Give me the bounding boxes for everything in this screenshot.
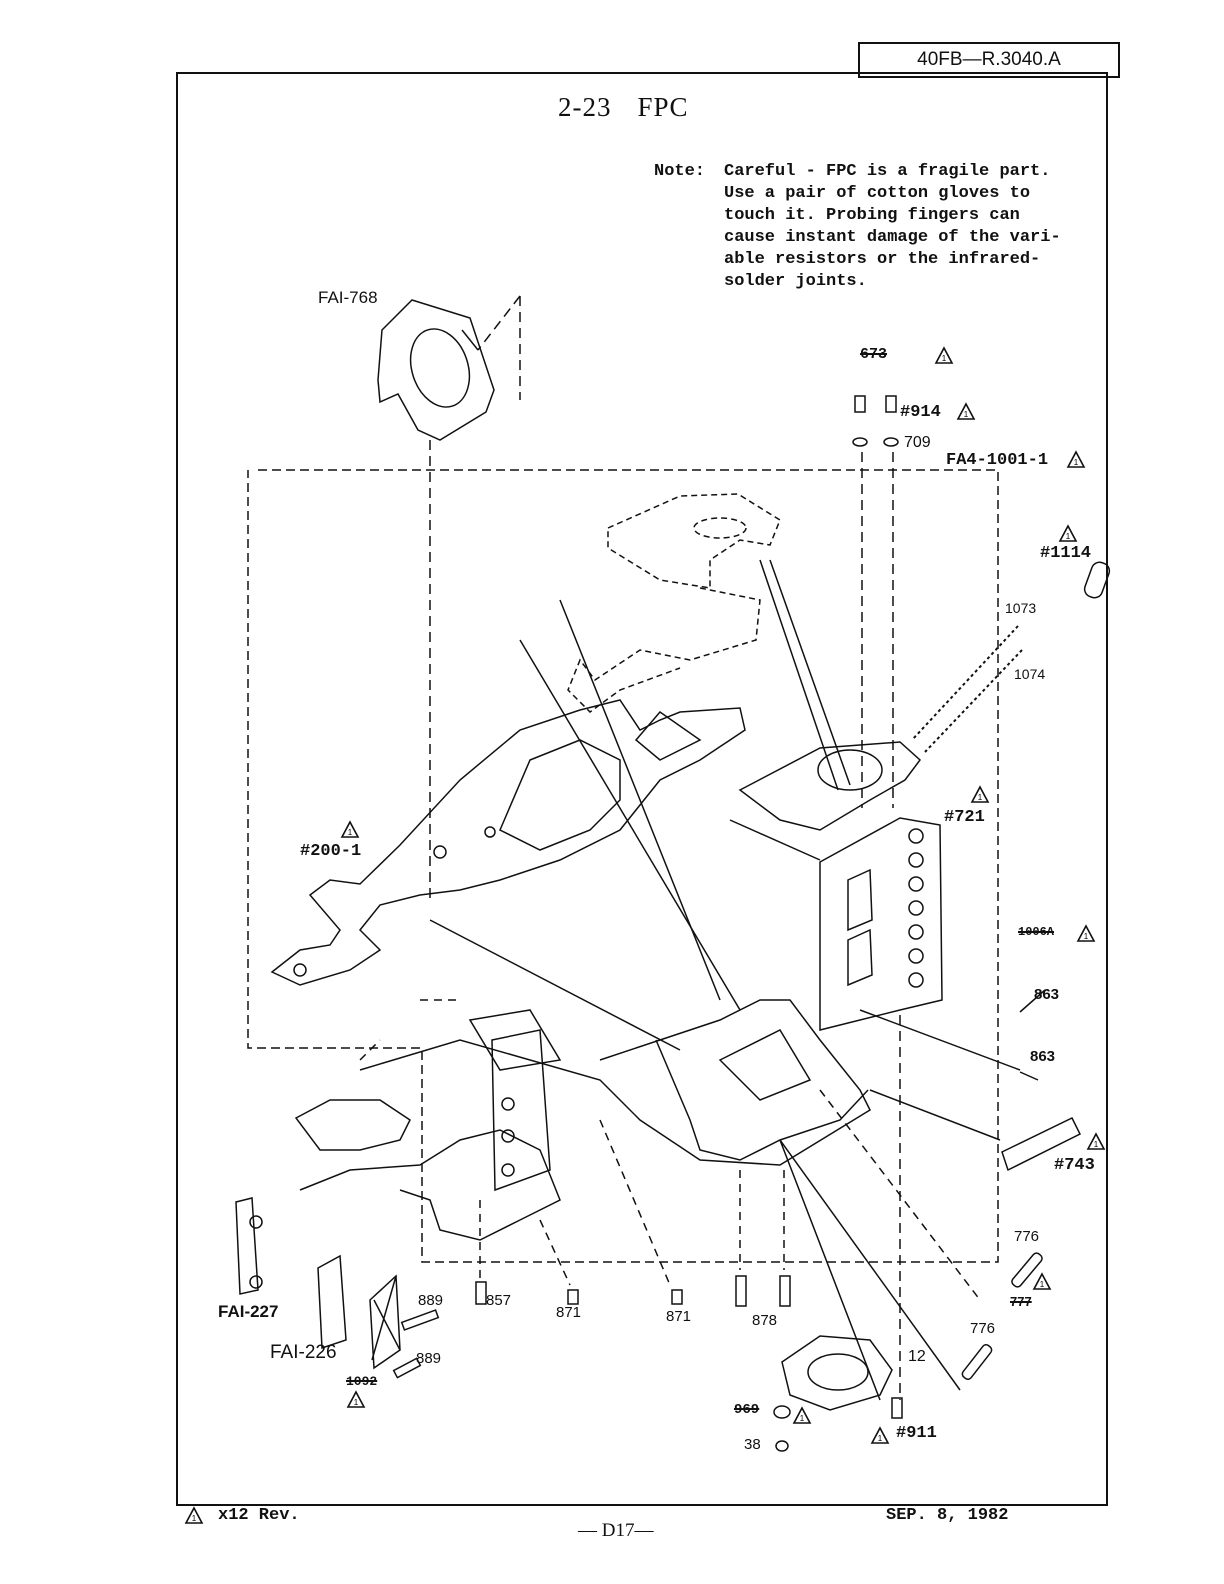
label-1092: 1092 <box>346 1374 378 1389</box>
top-bracket-part <box>567 493 781 713</box>
label-889-upper: 889 <box>418 1292 444 1309</box>
page-frame <box>176 72 1108 1506</box>
label-889-lower: 889 <box>416 1350 442 1367</box>
lens-housing-part <box>738 741 922 831</box>
assembly-frame <box>247 469 999 1263</box>
note-line: solder joints. <box>724 272 867 291</box>
footer-revision-note: x12 Rev. <box>218 1506 300 1525</box>
section-name: FPC <box>637 92 689 122</box>
label-863-lower: 863 <box>1030 1048 1056 1065</box>
base-frame-part <box>294 999 871 1241</box>
label-871-left: 871 <box>556 1304 582 1321</box>
label-fai-227: FAI-227 <box>218 1302 279 1321</box>
label-743: #743 <box>1054 1156 1095 1175</box>
label-721: #721 <box>944 808 985 827</box>
label-fa4-1001-1: FA4-1001-1 <box>946 451 1049 470</box>
fai-768-part <box>377 299 495 441</box>
label-776-upper: 776 <box>1014 1228 1040 1245</box>
label-777: 777 <box>1010 1294 1032 1309</box>
note-line: able resistors or the infrared- <box>724 250 1041 269</box>
note-line: cause instant damage of the vari- <box>724 228 1061 247</box>
label-1074: 1074 <box>1014 666 1046 682</box>
label-871-right: 871 <box>666 1308 692 1325</box>
label-878: 878 <box>752 1312 778 1329</box>
resistor-board-part <box>819 817 943 1031</box>
fai-227-part <box>235 1197 263 1295</box>
label-709: 709 <box>904 434 931 451</box>
fpc-board-part <box>270 699 746 986</box>
label-1006a: 1006A <box>1018 925 1055 939</box>
note-line: Use a pair of cotton gloves to <box>724 184 1031 203</box>
label-1114: #1114 <box>1040 544 1092 563</box>
label-969: 969 <box>734 1402 760 1418</box>
screw-set <box>392 395 1111 1419</box>
label-1073: 1073 <box>1005 600 1037 616</box>
label-fai-768: FAI-768 <box>318 288 378 307</box>
label-911: #911 <box>896 1424 937 1443</box>
label-fai-226: FAI-226 <box>270 1342 337 1363</box>
footer-date: SEP. 8, 1982 <box>886 1506 1009 1525</box>
note-block: Note: Careful - FPC is a fragile part. Us… <box>654 161 1061 293</box>
label-857: 857 <box>486 1292 512 1309</box>
footer-page-number: — D17— <box>578 1520 654 1541</box>
note-line: touch it. Probing fingers can <box>724 206 1020 225</box>
label-12: 12 <box>908 1348 926 1365</box>
section-number: 2-23 <box>558 92 612 122</box>
label-863-upper: 863 <box>1034 986 1060 1003</box>
note-line: Careful - FPC is a fragile part. <box>724 162 1051 181</box>
document-number: 40FB—R.3040.A <box>858 42 1120 78</box>
note-label: Note: <box>654 162 706 181</box>
page-title: 2-23 FPC <box>558 92 715 123</box>
label-914: #914 <box>900 403 941 422</box>
label-38: 38 <box>744 1436 761 1453</box>
fai-226-part <box>317 1254 401 1370</box>
pad-743-part <box>1001 1117 1082 1172</box>
label-673: 673 <box>860 346 888 363</box>
plate-12-part <box>781 1335 893 1411</box>
label-776-lower: 776 <box>970 1320 996 1337</box>
label-200-1: #200-1 <box>300 842 362 861</box>
